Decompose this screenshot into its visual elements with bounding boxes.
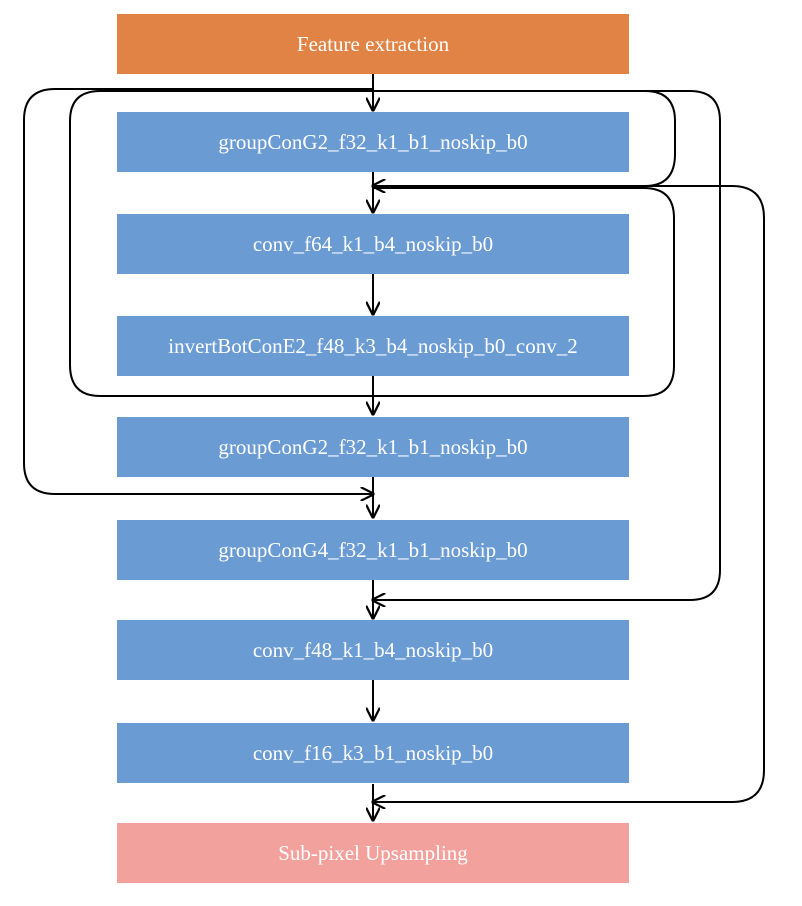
skip-right [373, 90, 721, 600]
groupcon-g2-block-1: groupConG2_f32_k1_b1_noskip_b0 [117, 112, 629, 172]
feature-extraction-block: Feature extraction [117, 14, 629, 74]
skip-far-right [373, 185, 765, 802]
sub-pixel-upsampling-block: Sub-pixel Upsampling [117, 823, 629, 883]
invertbot-block: invertBotConE2_f48_k3_b4_noskip_b0_conv_… [117, 316, 629, 376]
groupcon-g2-block-2: groupConG2_f32_k1_b1_noskip_b0 [117, 417, 629, 477]
conv-f48-block: conv_f48_k1_b4_noskip_b0 [117, 620, 629, 680]
groupcon-g4-block: groupConG4_f32_k1_b1_noskip_b0 [117, 520, 629, 580]
conv-f16-block: conv_f16_k3_b1_noskip_b0 [117, 723, 629, 783]
skip-left-outer [23, 88, 373, 494]
skip-inner-right-loop [373, 90, 676, 186]
skip-inner-left-loop [69, 90, 675, 397]
conv-f64-block: conv_f64_k1_b4_noskip_b0 [117, 214, 629, 274]
